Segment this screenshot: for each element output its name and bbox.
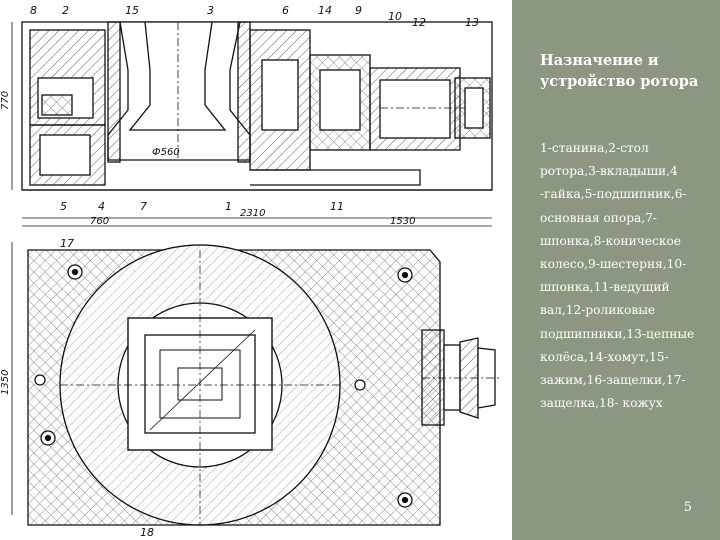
- description-panel: Назначение и устройство ротора 1-станина…: [512, 0, 720, 540]
- callout-9: 9: [355, 4, 362, 17]
- callout-8: 8: [30, 4, 37, 17]
- callout-15: 15: [125, 4, 139, 17]
- section-callouts: 8 2 15 3 6 14 9 10 12 13 5 4 7 1 11: [30, 4, 479, 213]
- rotor-drawing-svg: 8 2 15 3 6 14 9 10 12 13 5 4 7 1 11 770 …: [0, 4, 502, 539]
- dim-height-side: 770: [0, 91, 11, 110]
- callout-4: 4: [98, 200, 105, 213]
- callout-5: 5: [60, 200, 67, 213]
- dim-height-plan: 1350: [0, 370, 11, 395]
- callout-18: 18: [140, 526, 154, 539]
- callout-13: 13: [465, 16, 479, 29]
- dim-bore: Ф560: [152, 147, 180, 158]
- callout-3: 3: [207, 4, 214, 17]
- slide-title: Назначение и устройство ротора: [540, 52, 699, 90]
- rotor-technical-drawing: 8 2 15 3 6 14 9 10 12 13 5 4 7 1 11 770 …: [0, 4, 502, 539]
- callout-7: 7: [140, 200, 147, 213]
- section-view: [21, 21, 493, 191]
- callout-6: 6: [282, 4, 289, 17]
- plan-view: [27, 244, 502, 526]
- dim-width-right: 1530: [390, 216, 415, 227]
- page-number: 5: [683, 500, 692, 515]
- dimensions: [11, 22, 492, 515]
- dim-width-total: 2310: [240, 208, 265, 219]
- callout-12: 12: [412, 16, 426, 29]
- callout-17: 17: [60, 237, 74, 250]
- parts-legend: 1-станина,2-стол ротора,3-вкладыши,4 -га…: [540, 141, 695, 411]
- callout-2: 2: [62, 4, 69, 17]
- callout-14: 14: [318, 4, 332, 17]
- dim-width-left: 760: [90, 216, 109, 227]
- callout-10: 10: [388, 10, 402, 23]
- callout-1: 1: [225, 200, 232, 213]
- callout-11: 11: [330, 200, 344, 213]
